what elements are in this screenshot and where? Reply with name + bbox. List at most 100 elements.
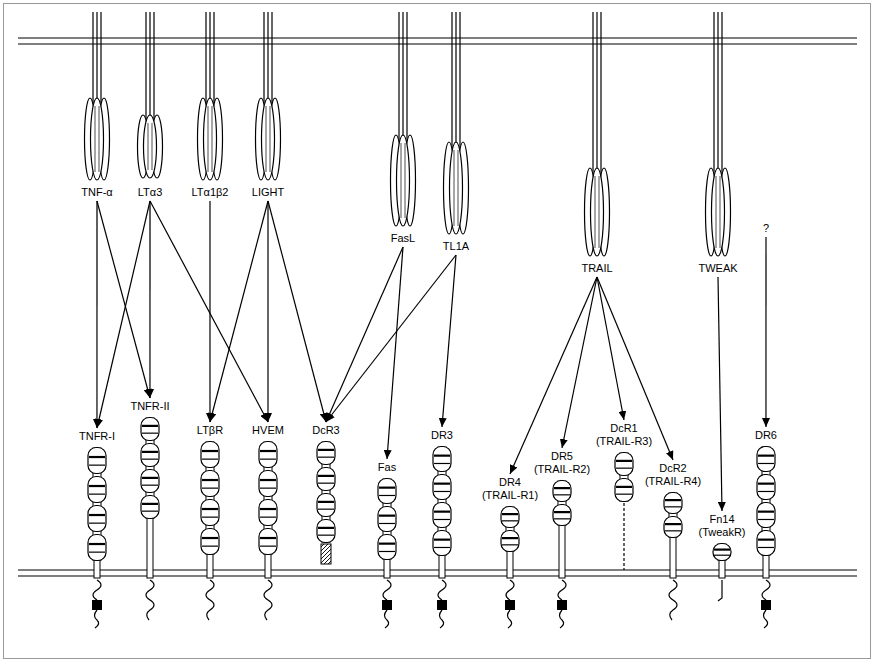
domain-band — [379, 515, 395, 517]
ligand-trimer — [256, 12, 281, 180]
domain-band — [665, 523, 681, 525]
ligand-trimer — [138, 12, 163, 178]
domain-band — [202, 479, 218, 481]
receptor-symbol — [433, 447, 451, 629]
ligand-trimer — [85, 12, 110, 180]
domain-band — [202, 450, 218, 452]
domain-band — [758, 463, 774, 464]
intracellular-tail — [508, 610, 512, 628]
intracellular-tail — [264, 580, 272, 620]
ligand-stem — [149, 12, 150, 123]
label-text: DcR1 — [596, 422, 652, 435]
cysteine-rich-domain — [757, 503, 775, 528]
domain-band — [202, 537, 218, 539]
intracellular-tail — [385, 610, 389, 628]
domain-band — [142, 485, 158, 486]
cysteine-rich-domain — [664, 493, 682, 514]
domain-band — [758, 455, 774, 457]
domain-band — [318, 483, 334, 484]
domain-band — [318, 449, 334, 451]
domain-band — [260, 488, 276, 489]
cysteine-rich-domain — [757, 531, 775, 556]
ligand-trimer — [585, 12, 610, 256]
figure-frame — [4, 4, 871, 659]
death-domain — [761, 600, 771, 610]
cysteine-rich-domain — [757, 475, 775, 500]
receptor-symbol — [259, 442, 277, 621]
domain-band — [554, 487, 570, 489]
receptor-label: Fas — [376, 461, 398, 474]
binding-arrow — [267, 201, 268, 422]
cysteine-rich-domain — [433, 447, 451, 472]
domain-band — [260, 546, 276, 547]
transmembrane-segment — [207, 554, 213, 578]
ligand-detail — [99, 106, 100, 172]
label-text: TNFR-II — [130, 400, 169, 413]
binding-arrow — [562, 277, 597, 448]
ligand-stem — [592, 12, 593, 176]
domain-band — [502, 513, 518, 515]
domain-band — [379, 495, 395, 496]
ligand-label: TNF-α — [79, 186, 114, 199]
domain-band — [434, 539, 450, 541]
domain-band — [379, 551, 395, 552]
ligand-subunit — [91, 98, 104, 180]
ligand-detail — [208, 106, 209, 172]
unknown-ligand-label: ? — [761, 222, 771, 235]
cysteine-rich-domain — [88, 448, 106, 474]
cysteine-rich-domain — [615, 453, 633, 476]
label-text: LTα1β2 — [192, 186, 229, 199]
cysteine-rich-domain — [88, 477, 106, 503]
receptor-label: HVEM — [250, 424, 286, 437]
ligand-stem — [92, 12, 93, 106]
ligand-trimer — [391, 12, 416, 226]
label-text: TNFR-I — [79, 430, 115, 443]
ligand-label: TL1A — [441, 240, 471, 253]
domain-band — [318, 501, 334, 503]
domain-band — [379, 487, 395, 489]
death-domain — [505, 600, 515, 610]
ligand-subunit — [397, 135, 410, 226]
ligand-detail — [401, 143, 402, 218]
receptor-symbol — [88, 448, 106, 629]
ligand-stem — [459, 12, 460, 150]
membrane-line — [18, 37, 857, 38]
death-domain — [437, 600, 447, 610]
death-domain — [557, 600, 567, 610]
death-domain — [382, 600, 392, 610]
transmembrane-segment — [507, 551, 513, 578]
ligand-detail — [454, 150, 455, 226]
gpi-anchor — [623, 503, 624, 570]
ligand-detail — [716, 176, 717, 248]
domain-band — [714, 555, 730, 556]
ligand-stem — [96, 12, 97, 106]
transmembrane-segment — [559, 525, 565, 578]
domain-band — [142, 451, 158, 453]
label-text: LIGHT — [252, 186, 284, 199]
ligand-detail — [148, 123, 149, 170]
ligand-detail — [95, 106, 96, 172]
domain-band — [434, 519, 450, 520]
intracellular-tail — [669, 580, 677, 620]
receptor-symbol — [501, 507, 519, 629]
cysteine-rich-domain — [713, 544, 731, 561]
label-text: DR5 — [534, 450, 590, 463]
label-text: FasL — [391, 232, 415, 245]
cysteine-rich-domain — [317, 468, 335, 491]
binding-arrow — [326, 255, 456, 422]
ligand-trimer — [706, 12, 731, 256]
label-text: Fn14 — [698, 513, 745, 526]
receptor-label: DcR2(TRAIL-R4) — [643, 462, 703, 488]
ligand-trimer — [444, 12, 469, 234]
domain-band — [260, 450, 276, 452]
domain-band — [142, 511, 158, 512]
receptor-symbol — [317, 442, 335, 565]
label-text: (TRAIL-R3) — [596, 435, 652, 448]
ligand-detail — [270, 106, 271, 172]
domain-band — [554, 511, 570, 513]
domain-band — [616, 468, 632, 469]
receptor-label: DR4(TRAIL-R1) — [480, 476, 540, 502]
intracellular-tail — [206, 580, 214, 620]
domain-band — [758, 519, 774, 520]
